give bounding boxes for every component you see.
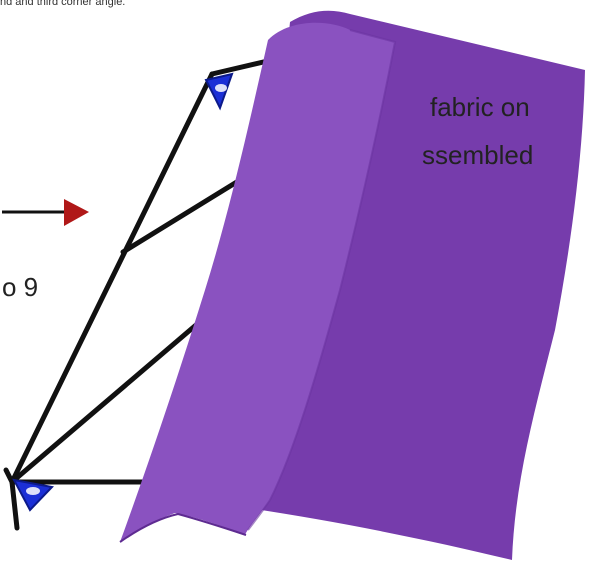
fabric-bottom-curl <box>119 512 247 543</box>
frame <box>3 54 288 531</box>
instruction-line-2: ssembled <box>422 140 534 170</box>
corner-bracket-icon <box>12 478 55 512</box>
instruction-line-1: fabric on <box>430 92 530 122</box>
corner-bracket-icon <box>204 72 234 111</box>
frame-left-pole <box>9 71 215 485</box>
fabric-fold-edge <box>247 29 397 531</box>
fabric-sheet <box>119 10 585 560</box>
frame-foot <box>9 479 20 531</box>
instruction-step: o 9 <box>2 272 39 302</box>
fabric-fold <box>120 22 395 542</box>
caption-text: nd and third corner angle. <box>0 0 126 8</box>
right-arrow-icon <box>2 199 89 226</box>
frame-upper-brace <box>120 177 243 255</box>
frame-foot-back <box>3 467 15 485</box>
